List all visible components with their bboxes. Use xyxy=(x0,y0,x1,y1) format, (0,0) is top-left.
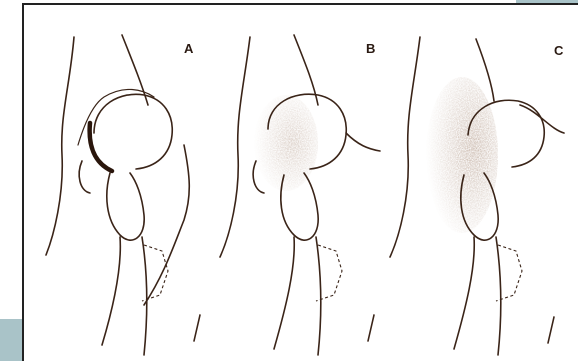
panel-label-a: A xyxy=(184,41,194,56)
panel-c-tick xyxy=(548,317,554,343)
panel-a: A xyxy=(46,35,200,355)
panel-c: C xyxy=(390,37,564,355)
panel-b-outline-right xyxy=(346,133,380,151)
panel-b-shaft-right xyxy=(316,237,321,355)
panel-a-outline-right xyxy=(144,145,189,305)
panel-label-c: C xyxy=(554,43,564,58)
panel-b: B xyxy=(220,35,380,355)
panel-label-b: B xyxy=(366,41,375,56)
panel-c-shaft-left xyxy=(454,237,474,349)
panel-a-hook xyxy=(79,161,90,193)
panel-a-outline-left xyxy=(46,37,74,255)
panel-a-neck xyxy=(107,173,144,240)
panel-a-head xyxy=(94,94,172,169)
panel-b-outline-left xyxy=(220,37,250,257)
illustration-figure: A B xyxy=(22,3,578,361)
panel-b-shaft-left xyxy=(274,237,294,349)
panel-c-shaft-right xyxy=(496,237,501,355)
panel-a-shaft-left xyxy=(102,237,120,345)
panel-b-tick xyxy=(368,315,374,341)
panel-b-shading xyxy=(254,95,318,191)
panel-c-outline-left xyxy=(390,37,420,257)
panel-c-outline-right xyxy=(520,105,564,133)
illustration-svg: A B xyxy=(24,5,578,363)
panel-a-tick xyxy=(194,315,200,341)
panel-a-joint-line xyxy=(90,123,112,171)
panel-a-shaft-right xyxy=(142,237,147,355)
